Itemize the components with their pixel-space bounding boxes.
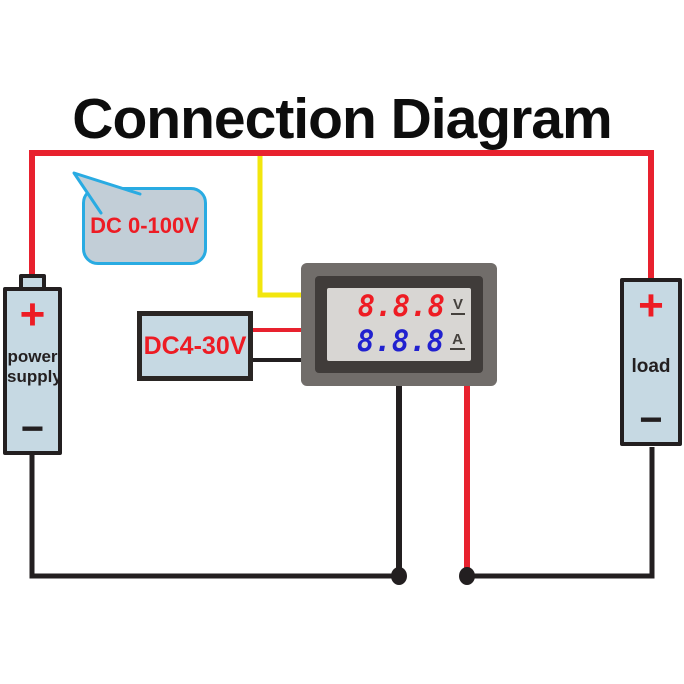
junction-dot-left (391, 567, 407, 585)
power-supply-box: + power supply − (3, 287, 62, 455)
supply-range-box: DC4-30V (137, 311, 253, 381)
supply-negative-wire (29, 453, 399, 579)
positive-supply-wire (29, 150, 654, 284)
power-supply-label-line2: supply (7, 367, 62, 386)
callout-tail-outline (72, 171, 142, 215)
minus-sign: − (639, 398, 663, 442)
voltage-range-label: DC 0-100V (90, 213, 199, 238)
plus-sign: + (638, 281, 664, 330)
load-negative-wire (467, 447, 655, 579)
callout-tail-fill (74, 173, 140, 213)
power-supply-label: power supply (7, 347, 62, 387)
amp-row: 8.8.8 A (357, 324, 465, 358)
callout-tail (72, 171, 142, 215)
voltage-sense-wire (257, 156, 303, 298)
meter-display: 8.8.8 V 8.8.8 A (327, 288, 471, 361)
load-label: load (631, 356, 671, 377)
plus-sign: + (19, 290, 46, 339)
load-box: + load − (620, 278, 682, 446)
power-supply-label-line1: power (7, 347, 58, 366)
supply-range-label: DC4-30V (143, 331, 247, 360)
page-title: Connection Diagram (72, 87, 612, 151)
volt-reading: 8.8.8 (357, 289, 445, 323)
volt-row: 8.8.8 V (358, 289, 465, 323)
meter-bezel: 8.8.8 V 8.8.8 A (315, 276, 483, 373)
amp-unit: A (450, 331, 465, 350)
volt-unit: V (450, 296, 465, 315)
amp-reading: 8.8.8 (356, 324, 445, 358)
minus-sign: − (20, 407, 45, 451)
junction-dot-right (459, 567, 475, 585)
voltmeter-ammeter-module: 8.8.8 V 8.8.8 A (301, 263, 497, 386)
